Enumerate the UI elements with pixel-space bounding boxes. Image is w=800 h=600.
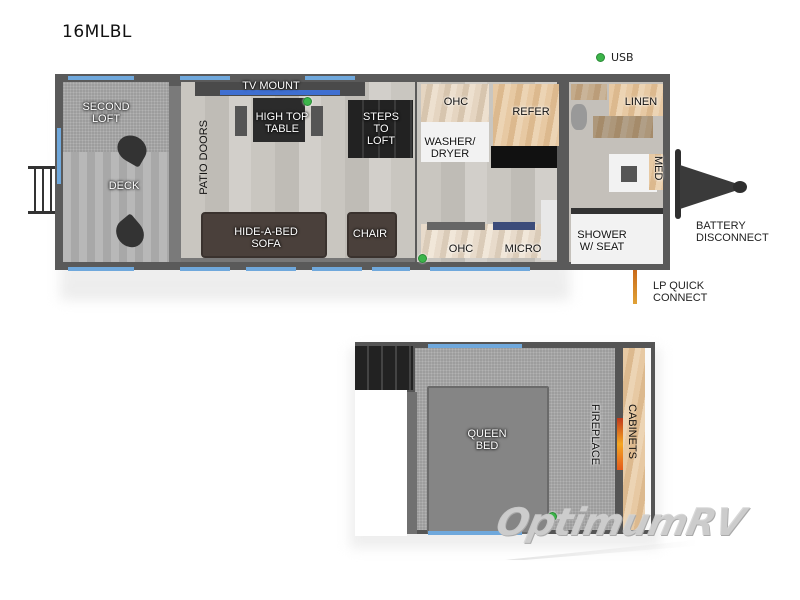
label-cabinets: CABINETS <box>626 404 638 460</box>
usb-outlet-icon <box>303 97 312 106</box>
label-steps-to-loft: STEPS TO LOFT <box>362 111 400 147</box>
hide-a-bed-sofa <box>201 212 327 258</box>
label-battery-disconnect: BATTERY DISCONNECT <box>696 220 769 244</box>
loft-stairs <box>355 346 413 390</box>
usb-dot-icon <box>596 53 605 62</box>
bathroom <box>563 74 670 270</box>
label-high-top-table: HIGH TOP TABLE <box>255 111 309 135</box>
sink-basin <box>621 166 637 182</box>
label-chair: CHAIR <box>352 228 388 240</box>
washer-dryer <box>421 122 489 162</box>
usb-outlet-icon <box>418 254 427 263</box>
hitch-ball <box>733 181 747 193</box>
stove <box>491 146 557 168</box>
label-ohc-upper: OHC <box>443 96 469 108</box>
label-deck: DECK <box>108 180 140 192</box>
label-hide-a-bed-sofa: HIDE-A-BED SOFA <box>234 226 298 250</box>
window <box>68 76 134 80</box>
rear-deck-railing <box>28 166 58 214</box>
window <box>305 76 355 80</box>
shower-divider <box>571 208 663 214</box>
bath-wall <box>559 82 563 262</box>
stool-left <box>235 106 247 136</box>
lp-quick-connect-pipe <box>633 270 637 304</box>
loft-floor-plan <box>355 342 655 536</box>
label-queen-bed: QUEEN BED <box>467 428 507 452</box>
patio-door-panel <box>169 86 181 262</box>
ohc-lower-appliance <box>427 222 485 230</box>
label-fireplace: FIREPLACE <box>589 404 601 466</box>
watermark-logo: OptimumRV <box>492 500 749 544</box>
cooktop <box>493 222 535 230</box>
refer-cabinet <box>493 84 559 146</box>
window <box>428 344 522 348</box>
med-cabinet <box>649 154 663 190</box>
model-title: 16MLBL <box>62 22 132 42</box>
label-tv-mount: TV MOUNT <box>242 80 300 92</box>
usb-legend: USB <box>596 51 634 64</box>
sofa-slide-floor <box>181 258 415 262</box>
label-micro: MICRO <box>504 243 542 255</box>
bath-upper-cabinet <box>571 84 607 100</box>
label-refer: REFER <box>512 106 550 118</box>
window <box>312 267 362 271</box>
label-second-loft: SECOND LOFT <box>82 101 130 125</box>
window <box>372 267 410 271</box>
label-shower: SHOWER W/ SEAT <box>577 229 627 253</box>
queen-bed <box>427 386 549 534</box>
label-med: MED <box>652 156 664 181</box>
ohc-upper-cabinet <box>421 84 489 122</box>
window <box>180 76 230 80</box>
label-lp-quick-connect: LP QUICK CONNECT <box>653 280 708 304</box>
hitch-tongue <box>680 165 740 209</box>
window <box>246 267 296 271</box>
label-ohc-lower: OHC <box>448 243 474 255</box>
tv-screen <box>220 90 340 95</box>
window <box>428 531 522 535</box>
window <box>180 267 230 271</box>
hitch-jack <box>675 149 681 219</box>
usb-legend-label: USB <box>611 51 634 64</box>
label-patio-doors: PATIO DOORS <box>198 120 210 195</box>
steps-to-loft <box>348 100 413 158</box>
loft-right-wall-gap <box>645 348 651 530</box>
high-top-table <box>253 98 305 142</box>
label-washer-dryer: WASHER/ DRYER <box>424 136 476 160</box>
stool-right <box>311 106 323 136</box>
window <box>68 267 134 271</box>
linen-cabinet <box>609 84 663 116</box>
second-loft-area <box>63 82 169 152</box>
window <box>430 267 530 271</box>
window <box>57 128 61 184</box>
loft-cabinets <box>623 348 645 530</box>
toilet <box>571 104 587 130</box>
shower <box>571 214 663 264</box>
loft-opening <box>355 390 407 536</box>
chair <box>347 212 397 258</box>
linen-shelf <box>593 116 653 138</box>
label-linen: LINEN <box>624 96 658 108</box>
fireplace <box>617 418 623 470</box>
usb-outlet-icon <box>548 512 557 521</box>
loft-ledge <box>407 392 417 534</box>
kitchen-partition <box>541 200 557 260</box>
